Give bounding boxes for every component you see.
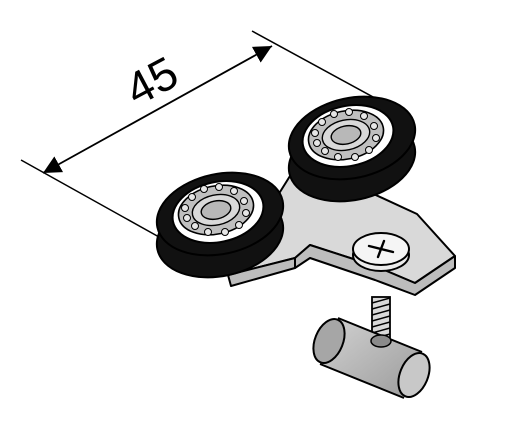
dimension-extension-line-left	[20, 159, 169, 243]
cylinder-nut-icon	[312, 317, 431, 399]
dimension-arrow-line	[42, 45, 273, 174]
roller-wheel-icon	[287, 95, 417, 203]
phillips-screw-icon	[352, 232, 410, 272]
roller-wheel-icon	[155, 171, 285, 279]
dimension-value: 45	[117, 46, 187, 116]
